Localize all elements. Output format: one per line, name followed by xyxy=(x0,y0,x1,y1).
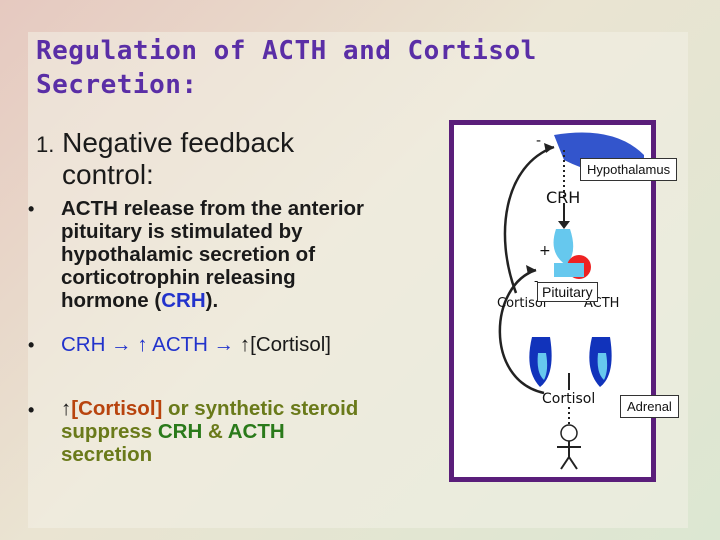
bullet-dot-2: • xyxy=(28,335,35,355)
crh-term-2: CRH xyxy=(157,420,203,443)
acth-text: ACTH xyxy=(152,333,208,356)
title-line-2: Secretion: xyxy=(36,70,198,100)
pituitary-label: Pituitary xyxy=(537,282,598,302)
arrow-right-icon: → xyxy=(111,333,132,356)
crh-term: CRH xyxy=(161,289,206,312)
cortisol-feedback-label: Cortisol xyxy=(497,296,546,311)
cortisol-output-label: Cortisol xyxy=(542,391,595,407)
adrenal-right-inner xyxy=(597,353,608,380)
ampersand: & xyxy=(202,420,228,443)
hypothalamus-label: Hypothalamus xyxy=(580,158,678,181)
suppress-text: suppress xyxy=(61,420,158,443)
crh-arrow-head xyxy=(558,221,570,229)
arrow-head-lower xyxy=(526,265,536,275)
bullet-1-line-3: hypothalamic secretion of xyxy=(61,243,316,266)
feedback-arrow-upper xyxy=(503,145,555,294)
arrow-up-icon: ↑ xyxy=(137,333,148,356)
bullet-1-text-a: hormone ( xyxy=(61,289,162,312)
bullet-1-text-b: ). xyxy=(205,289,219,312)
feedback-arrow-lower xyxy=(498,268,545,395)
bullet-dot-3: • xyxy=(28,400,35,420)
heading-line-1: Negative feedback xyxy=(62,127,295,158)
minus-sign-mid: - xyxy=(534,274,538,288)
bullet-3-line-3: secretion xyxy=(61,443,153,466)
crh-text: CRH xyxy=(61,333,106,356)
adrenal-left-inner xyxy=(537,353,548,380)
anterior-pituitary-shape xyxy=(553,229,574,265)
slide-title: Regulation of ACTH and Cortisol Secretio… xyxy=(36,34,636,102)
arrow-right-icon-2: → xyxy=(213,333,235,356)
bullet-1-line-1: ACTH release from the anterior xyxy=(61,197,365,220)
section-heading: 1. Negative feedback control: xyxy=(36,128,294,190)
minus-sign-top: - xyxy=(536,133,541,149)
steroid-text: or synthetic steroid xyxy=(162,397,359,420)
section-number: 1. xyxy=(36,132,55,157)
person-head-icon xyxy=(560,424,578,442)
cortisol-term: [Cortisol] xyxy=(71,397,163,420)
person-leg-left-icon xyxy=(560,456,570,470)
bullet-3-text: ↑[Cortisol] or synthetic steroid suppres… xyxy=(61,397,358,466)
acth-term: ACTH xyxy=(227,420,285,443)
bullet-3-line-2: suppress CRH & ACTH xyxy=(61,420,358,443)
person-leg-right-icon xyxy=(568,456,578,470)
pituitary-base xyxy=(554,263,584,277)
cortisol-text: [Cortisol] xyxy=(250,333,332,356)
arrow-up-icon-2: ↑ xyxy=(239,333,251,356)
heading-line-2: control: xyxy=(62,159,154,190)
crh-label: CRH xyxy=(546,188,580,207)
bullet-1-line-4: corticotrophin releasing xyxy=(61,266,296,289)
arrow-head-upper xyxy=(544,143,554,153)
bullet-dot-1: • xyxy=(28,199,35,219)
bullet-1-text: ACTH release from the anterior pituitary… xyxy=(61,197,364,312)
title-line-1: Regulation of ACTH and Cortisol xyxy=(36,36,537,66)
arrow-up-icon-3: ↑ xyxy=(61,397,72,420)
adrenal-label: Adrenal xyxy=(620,395,679,418)
bullet-1-line-5: hormone (CRH). xyxy=(61,289,364,312)
bullet-2-text: CRH → ↑ ACTH → ↑[Cortisol] xyxy=(61,333,331,356)
bullet-1-line-2: pituitary is stimulated by xyxy=(61,220,303,243)
bullet-3-line-1: ↑[Cortisol] or synthetic steroid xyxy=(61,397,358,420)
plus-sign: + xyxy=(539,243,551,259)
